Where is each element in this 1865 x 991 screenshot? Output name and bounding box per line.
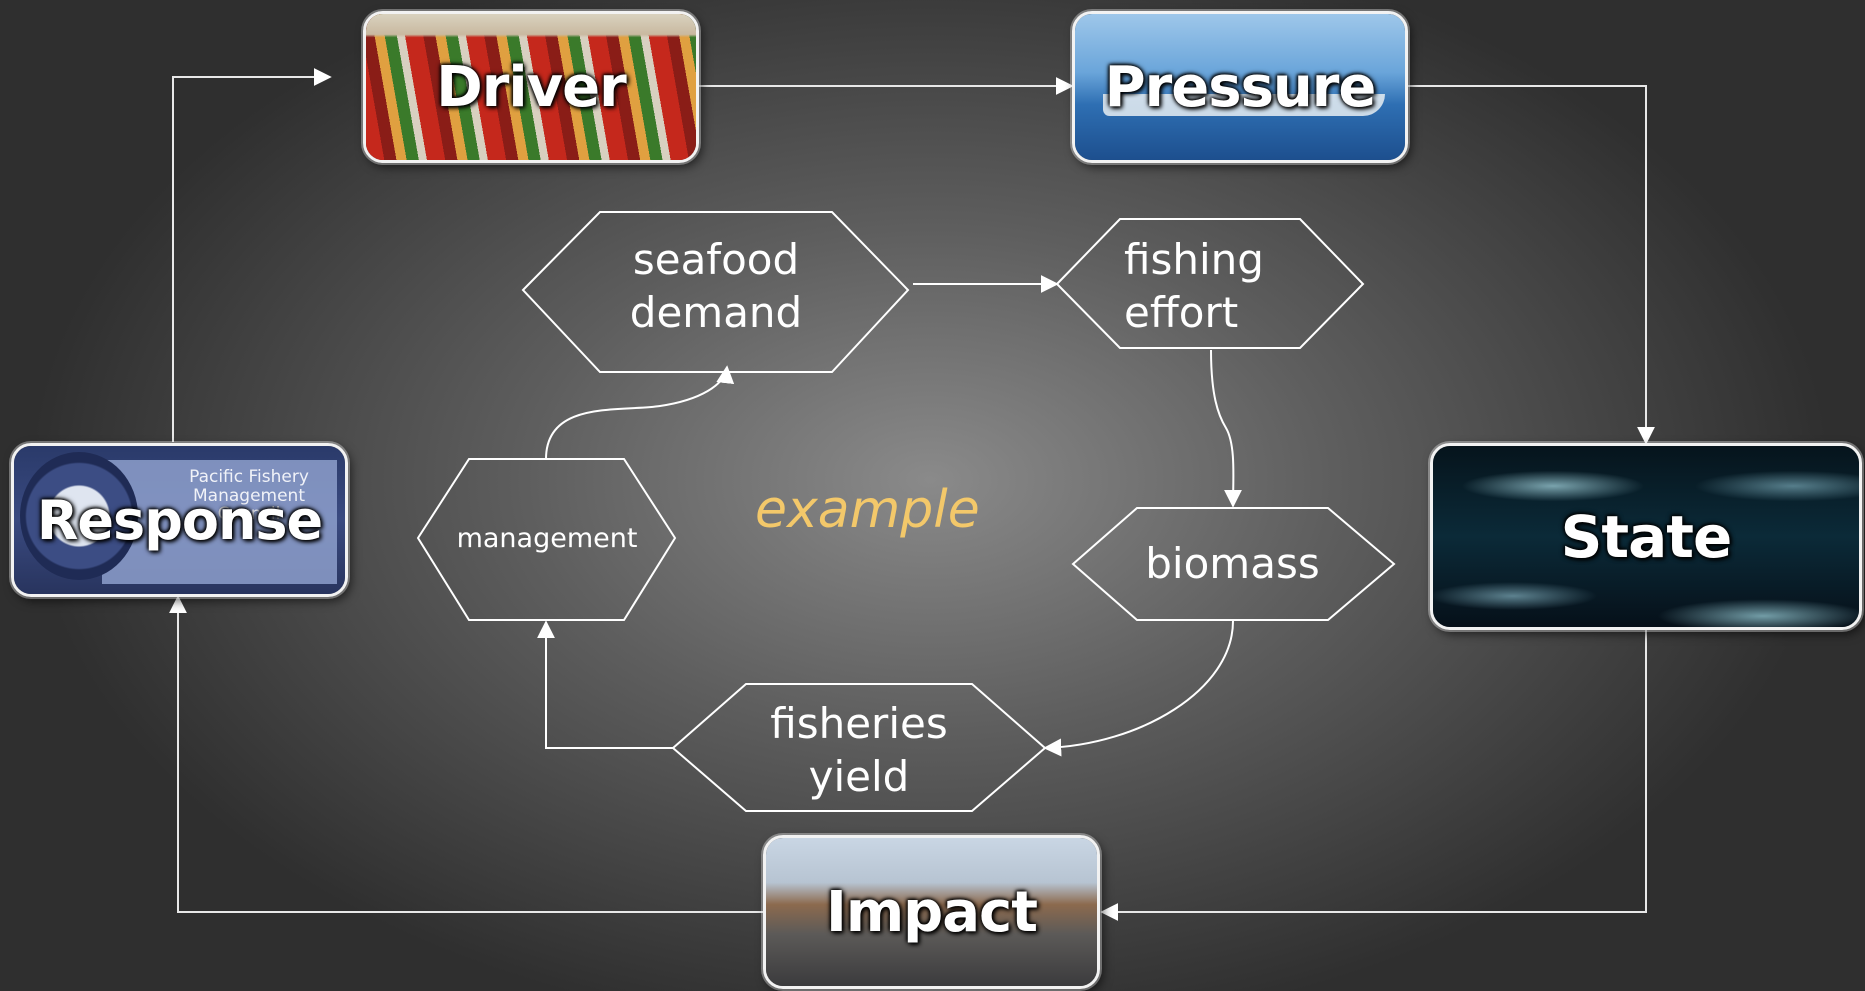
example-label: example <box>755 480 980 540</box>
connector-impact-to-response <box>169 595 763 913</box>
connector-response-to-driver <box>172 68 332 442</box>
response-banner <box>102 460 337 584</box>
fishing-effort-line-1: fishing <box>1124 235 1264 284</box>
connector-biomass-to-yield <box>1043 620 1234 757</box>
response-label: Response <box>36 488 323 552</box>
connector-effort-to-biomass <box>1210 349 1243 508</box>
state-photo <box>1433 446 1859 627</box>
impact-card: Impact <box>763 835 1100 989</box>
response-logo-text: Pacific Fishery Management Council <box>189 467 309 525</box>
impact-label: Impact <box>825 879 1038 945</box>
driver-photo <box>366 14 696 160</box>
connector-state-to-impact <box>1100 630 1647 921</box>
pressure-label: Pressure <box>1104 54 1377 120</box>
seafood-demand-line-1: seafood <box>632 235 800 284</box>
response-card: Pacific Fishery Management Council Respo… <box>11 443 348 597</box>
state-label: State <box>1560 502 1733 571</box>
seafood-demand-line-2: demand <box>629 287 803 337</box>
pressure-card: Pressure <box>1072 11 1408 163</box>
fisheries-yield-line-2: yield <box>808 751 910 801</box>
management-label: management <box>456 523 638 554</box>
hexagon-biomass <box>1071 507 1396 621</box>
council-seal-icon <box>20 452 138 580</box>
hexagon-management <box>416 458 677 621</box>
driver-label: Driver <box>436 54 626 120</box>
connector-yield-to-management <box>537 620 673 749</box>
driver-card: Driver <box>363 11 699 163</box>
connector-pressure-to-state <box>1406 85 1655 445</box>
connector-management-to-demand <box>545 365 735 460</box>
fisheries-yield-line-1: fisheries <box>770 699 948 748</box>
seafood-demand-label: seafood demand <box>600 234 832 339</box>
fishing-effort-line-2: effort <box>1124 287 1239 337</box>
hexagon-fishing-effort <box>1055 218 1365 349</box>
pressure-photo <box>1075 14 1405 160</box>
state-card: State <box>1430 443 1862 630</box>
response-photo: Pacific Fishery Management Council <box>14 446 345 594</box>
fisheries-yield-label: fisheries yield <box>746 698 972 803</box>
biomass-label: biomass <box>1145 539 1320 588</box>
hexagon-seafood-demand <box>521 211 910 373</box>
fishing-effort-label: fishing effort <box>1124 234 1304 339</box>
impact-photo <box>766 838 1097 986</box>
